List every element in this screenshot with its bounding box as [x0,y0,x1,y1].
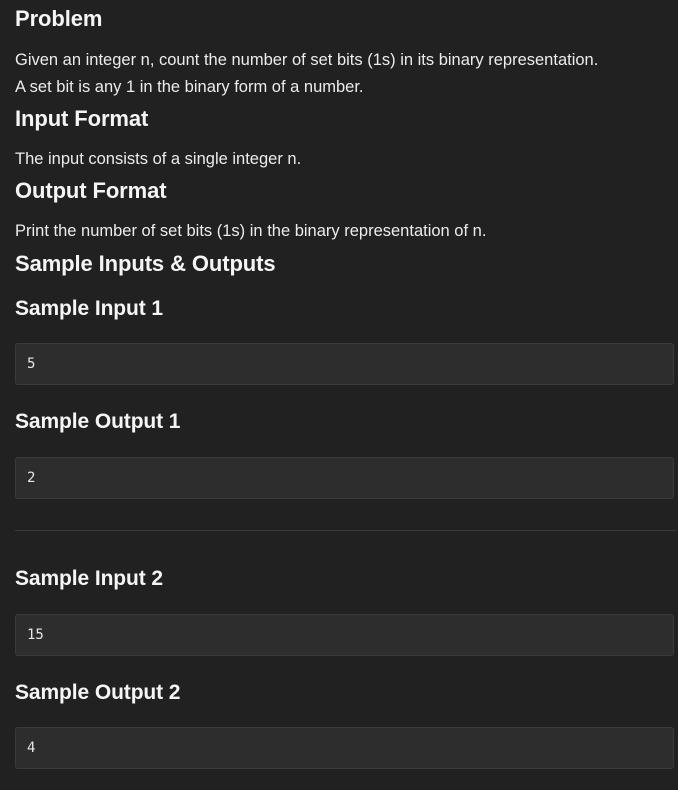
sample-input-2-label: Sample Input 2 [15,567,163,590]
sample-output-1-label: Sample Output 1 [15,410,181,433]
output-format-text: Print the number of set bits (1s) in the… [15,222,487,240]
sample-divider [15,530,676,531]
problem-heading: Problem [15,6,103,31]
output-format-heading: Output Format [15,178,167,203]
sample-output-2-label: Sample Output 2 [15,681,181,704]
sample-input-1-code: 5 [15,343,674,385]
problem-description: Given an integer n, count the number of … [15,47,598,101]
problem-description-line-1: Given an integer n, count the number of … [15,51,599,69]
samples-heading: Sample Inputs & Outputs [15,251,276,276]
sample-output-1-code: 2 [15,457,674,499]
sample-output-2-code: 4 [15,727,674,769]
sample-input-1-label: Sample Input 1 [15,297,163,320]
sample-input-2-code: 15 [15,614,674,656]
input-format-heading: Input Format [15,106,149,131]
problem-description-line-2: A set bit is any 1 in the binary form of… [15,78,364,96]
input-format-text: The input consists of a single integer n… [15,150,302,168]
